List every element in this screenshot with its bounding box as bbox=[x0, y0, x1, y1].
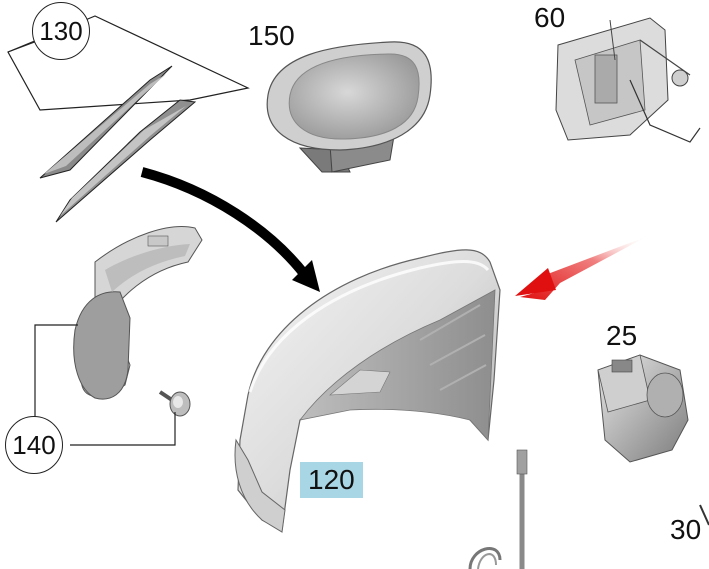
label-25: 25 bbox=[606, 320, 638, 351]
label-140: 140 bbox=[5, 416, 63, 474]
label-120: 120 bbox=[300, 462, 363, 498]
label-150: 150 bbox=[248, 20, 295, 51]
part-150-mirror-glass bbox=[266, 41, 432, 173]
label-30: 30 bbox=[670, 514, 702, 545]
part-25-motor bbox=[597, 354, 689, 463]
leader-lines-140 bbox=[34, 324, 176, 446]
red-highlight-arrow bbox=[515, 236, 648, 300]
label-60: 60 bbox=[534, 2, 566, 33]
screw bbox=[158, 390, 191, 417]
part-60-bracket bbox=[555, 17, 701, 143]
black-direction-arrow bbox=[140, 167, 320, 292]
part-30-cable bbox=[468, 449, 709, 569]
part-140-turn-signal bbox=[73, 226, 203, 400]
part-120-mirror-cover bbox=[234, 249, 501, 533]
label-130: 130 bbox=[32, 2, 90, 60]
